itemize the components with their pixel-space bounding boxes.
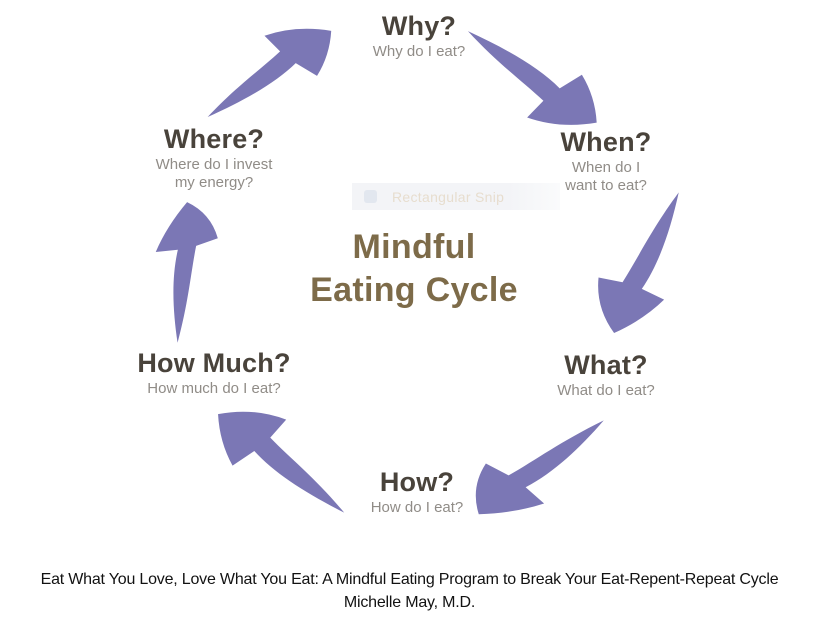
stage-how-much-heading: How Much? [137,348,291,378]
stage-what-subtitle: What do I eat? [557,382,655,400]
arrow-where-to-why-icon [202,22,344,120]
diagram-title-line2: Eating Cycle [310,270,518,309]
stage-what-heading: What? [564,350,648,380]
stage-what: What? What do I eat? [557,351,655,400]
diagram-title-line1: Mindful [352,228,476,266]
stage-when-subtitle: When do I want to eat? [565,159,647,195]
stage-when-heading: When? [560,127,652,157]
rectangular-snip-tooltip: Rectangular Snip [352,183,560,210]
book-caption-author: Michelle May, M.D. [343,594,476,612]
stage-where: Where? Where do I invest my energy? [151,125,277,192]
stage-how-much-subtitle: How much do I eat? [147,380,281,398]
stage-when: When? When do I want to eat? [559,128,654,195]
arrow-when-to-what-icon [562,186,726,347]
stage-how-much: How Much? How much do I eat? [137,349,290,398]
arrow-why-to-when-icon [462,28,610,132]
book-caption-title: Eat What You Love, Love What You Eat: A … [40,571,779,588]
rectangular-snip-icon [364,190,377,203]
stage-why-subtitle: Why do I eat? [372,43,466,61]
stage-how: How? How do I eat? [371,468,464,517]
stage-how-subtitle: How do I eat? [370,499,464,517]
book-caption: Eat What You Love, Love What You Eat: A … [0,568,819,614]
arrow-how-to-how-much-icon [205,404,350,516]
stage-how-heading: How? [379,467,455,497]
diagram-title: Mindful Eating Cycle [310,226,518,312]
stage-where-subtitle: Where do I invest my energy? [155,156,273,192]
rectangular-snip-label: Rectangular Snip [392,188,505,205]
stage-why: Why? Why do I eat? [373,12,466,61]
arrow-what-to-how-icon [466,416,608,524]
arrow-how-much-to-where-icon [104,188,263,349]
stage-why-heading: Why? [381,11,457,41]
stage-where-heading: Where? [163,124,265,154]
